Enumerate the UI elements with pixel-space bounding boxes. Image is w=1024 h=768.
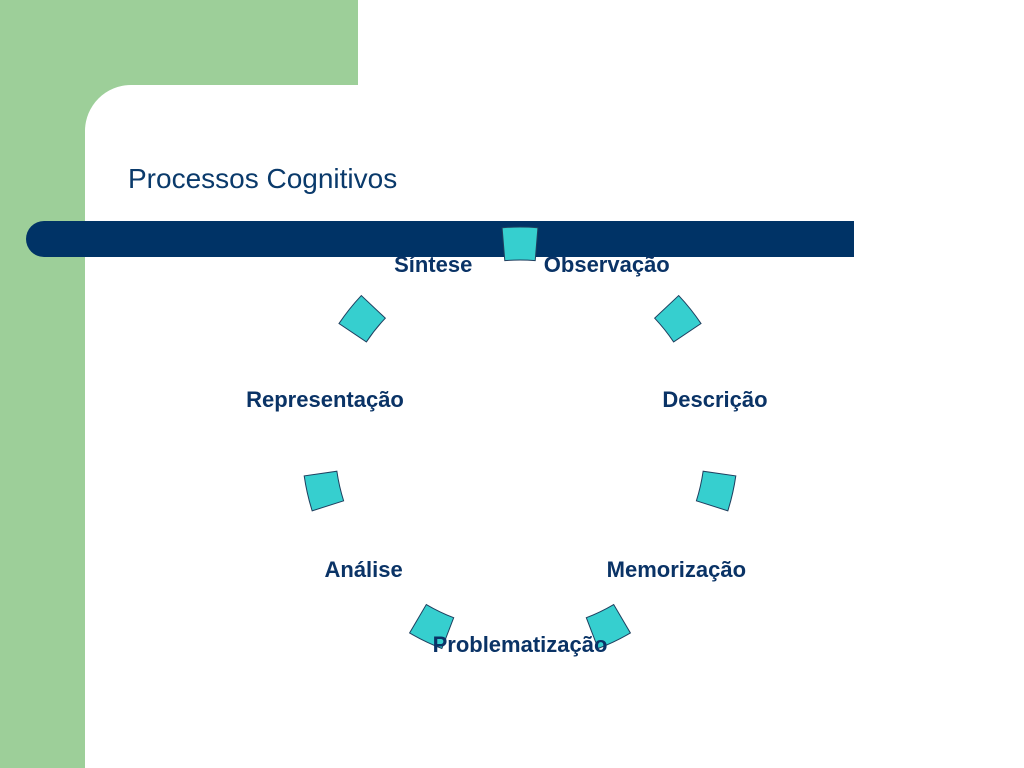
content-area [85,85,1024,768]
cycle-arc-sintese-to-observacao [501,226,539,262]
title-underline-band [26,221,854,257]
cycle-arc-observacao-to-descricao [653,294,702,343]
cycle-arrows [303,226,737,650]
slide-title: Processos Cognitivos [128,163,398,194]
cycle-node-memorizacao: Memorização [606,556,747,582]
cycle-node-representacao: Representação [246,387,404,413]
cycle-arc-memorizacao-to-problematizacao [585,603,632,650]
cycle-node-descricao: Descrição [662,387,768,413]
cycle-arc-analise-to-representacao [303,470,345,512]
cycle-node-sintese: Síntese [394,251,473,277]
cycle-node-analise: Análise [324,556,403,582]
cycle-node-problematizacao: Problematização [432,632,608,657]
cycle-arc-descricao-to-memorizacao [695,470,737,512]
cycle-node-observacao: Observação [543,251,670,277]
cycle-arc-problematizacao-to-analise [408,603,455,650]
cycle-arc-representacao-to-sintese [338,294,387,343]
